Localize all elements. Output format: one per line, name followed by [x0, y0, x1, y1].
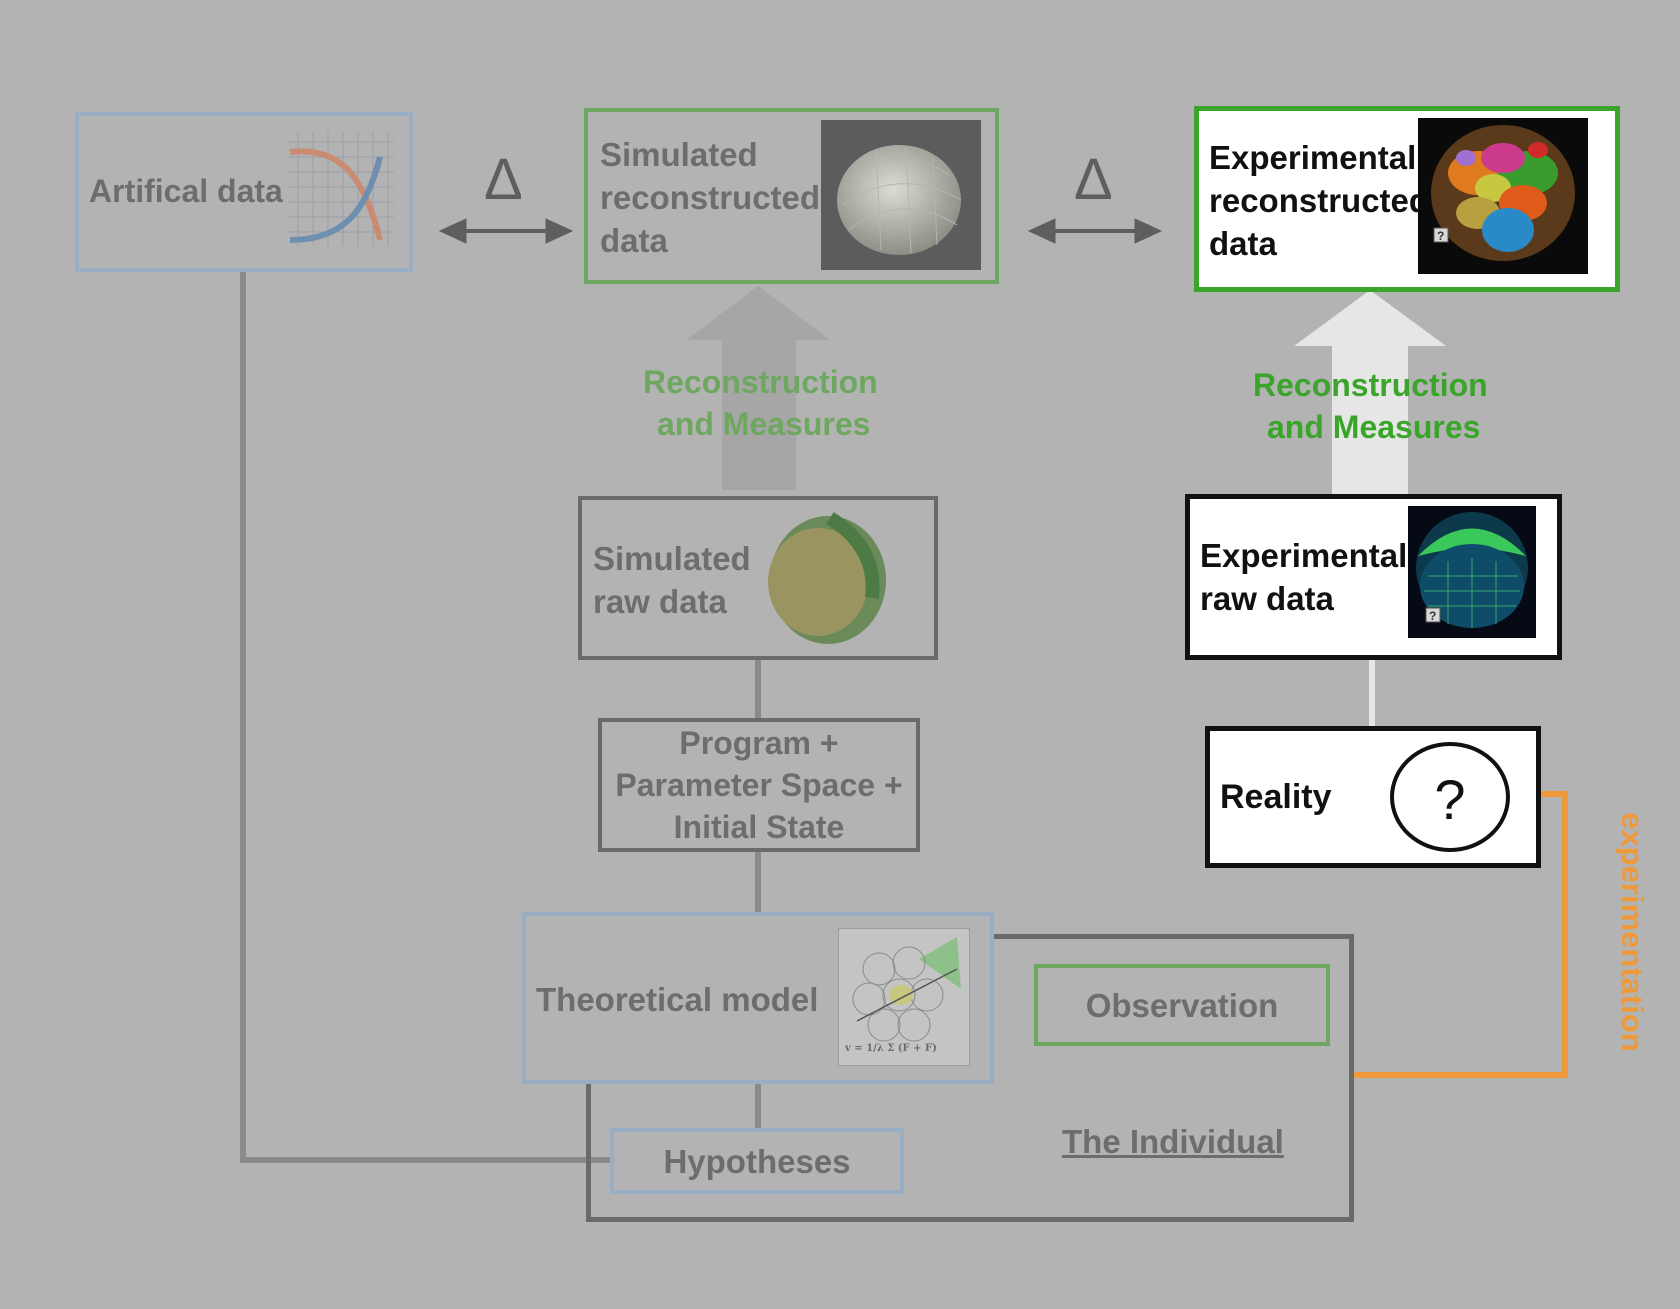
- model-equation-icon: v = 1/λ Σ (F + F): [838, 928, 970, 1066]
- svg-text:?: ?: [1429, 609, 1436, 623]
- artificial-data-label: Artifical data: [89, 173, 283, 209]
- simulated-raw-node: [578, 496, 938, 660]
- theoretical-model-label: Theoretical model: [536, 981, 819, 1018]
- reconstruction-right-line-1: Reconstruction: [1253, 367, 1488, 403]
- hypotheses-node: [610, 1128, 904, 1194]
- experimentation-label: experimentation: [1615, 812, 1650, 1052]
- simulated-raw-line-1: Simulated: [593, 540, 751, 577]
- artificial-data-node: [75, 112, 413, 272]
- simulated-embryo-icon: [760, 508, 890, 648]
- program-line-2: Parameter Space +: [615, 767, 903, 803]
- question-mark-symbol: ?: [1434, 768, 1466, 831]
- reconstruction-left-line-1: Reconstruction: [643, 364, 878, 400]
- experimental-reconstructed-line-1: Experimental: [1209, 139, 1417, 176]
- reconstruction-right-arrow: [1294, 290, 1446, 494]
- simulated-reconstructed-node: [584, 108, 999, 284]
- experimental-raw-line-2: raw data: [1200, 580, 1334, 617]
- experimental-reconstructed-line-2: reconstructed: [1209, 182, 1430, 219]
- reconstruction-left-arrow: [686, 286, 830, 490]
- reconstruction-left-line-2: and Measures: [657, 406, 871, 442]
- experimentation-line: [1350, 791, 1568, 1078]
- simulated-reconstructed-line-2: reconstructed: [600, 179, 821, 216]
- microscopy-embryo-icon: ?: [1408, 506, 1536, 638]
- program-node: [598, 718, 920, 852]
- delta-right-symbol: Δ: [1074, 147, 1113, 212]
- the-individual-label: The Individual: [1062, 1123, 1284, 1160]
- delta-left-symbol: Δ: [484, 147, 523, 212]
- simulated-reconstructed-line-3: data: [600, 222, 668, 259]
- curve-chart-icon: [288, 132, 394, 246]
- experimental-reconstructed-line-3: data: [1209, 225, 1277, 262]
- observation-node: [1034, 964, 1330, 1046]
- simulated-raw-line-2: raw data: [593, 583, 727, 620]
- artificial-to-hypotheses-line: [240, 270, 610, 1163]
- simulated-reconstructed-line-1: Simulated: [600, 136, 758, 173]
- reconstruction-right-line-2: and Measures: [1267, 409, 1481, 445]
- program-line-3: Initial State: [673, 809, 845, 845]
- experimental-raw-line-1: Experimental: [1200, 537, 1408, 574]
- program-line-1: Program +: [679, 725, 839, 761]
- hypotheses-label: Hypotheses: [663, 1143, 851, 1180]
- reality-label: Reality: [1220, 778, 1332, 816]
- svg-text:?: ?: [1437, 229, 1444, 243]
- delta-left-arrow: [438, 218, 574, 244]
- observation-label: Observation: [1085, 987, 1279, 1024]
- colored-cell-lineage-icon: ?: [1418, 118, 1588, 274]
- delta-right-arrow: [1027, 218, 1163, 244]
- 3d-embryo-render-icon: [821, 120, 981, 270]
- svg-text:v = 1/λ Σ (F + F): v = 1/λ Σ (F + F): [844, 1043, 937, 1054]
- question-mark-icon: [1390, 742, 1510, 852]
